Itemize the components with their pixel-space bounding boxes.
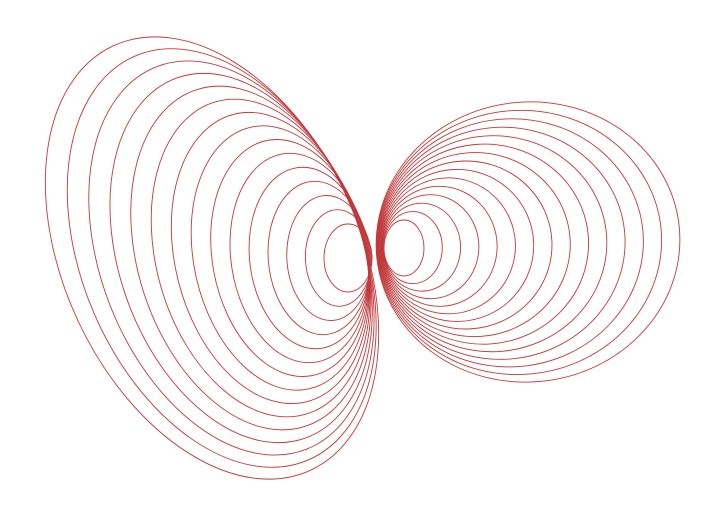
left-ring-1 [323, 223, 373, 293]
right-ring-5 [381, 185, 498, 307]
left-ring-2 [304, 209, 372, 307]
right-ring-3 [382, 202, 462, 292]
right-ring-12 [377, 126, 626, 360]
right-ring-9 [378, 152, 571, 338]
right-ring-8 [379, 160, 553, 330]
left-ring-9 [170, 111, 370, 405]
left-ring-15 [44, 36, 380, 480]
left-ring-6 [229, 152, 370, 364]
right-ring-11 [377, 135, 608, 353]
right-ring-14 [376, 109, 663, 375]
right-ring-7 [380, 168, 535, 322]
right-ring-2 [382, 211, 443, 285]
left-ring-10 [150, 98, 371, 418]
left-ring-12 [109, 72, 373, 444]
left-ring-7 [210, 139, 370, 377]
left-lobe [44, 36, 380, 480]
left-ring-5 [248, 166, 370, 350]
left-ring-11 [130, 85, 372, 431]
left-ring-4 [267, 180, 371, 336]
right-ring-13 [376, 118, 644, 368]
right-ring-4 [381, 194, 480, 300]
left-ring-3 [286, 195, 371, 321]
right-ring-10 [378, 143, 589, 345]
right-ring-6 [380, 177, 516, 315]
right-ring-1 [383, 219, 425, 277]
right-ring-15 [375, 101, 681, 383]
right-lobe [375, 101, 681, 383]
left-ring-8 [190, 125, 370, 391]
